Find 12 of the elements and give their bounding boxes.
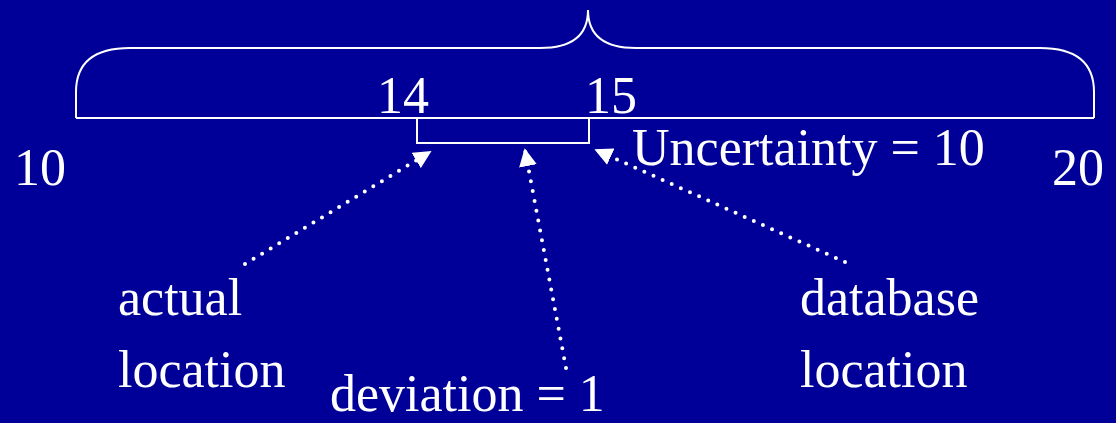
scale-label: 10 [14, 142, 66, 194]
scale-label: 20 [1052, 142, 1104, 194]
leader-line [243, 150, 432, 266]
annotation-text: actual location [118, 262, 333, 406]
scale-label: 14 [377, 70, 429, 122]
leader-line [519, 148, 568, 370]
range-bracket [416, 117, 590, 144]
scale-label: 15 [585, 70, 637, 122]
annotation-text: database location [800, 262, 1030, 406]
scale-label: Uncertainty = 10 [632, 122, 985, 174]
annotation-text: deviation = 1 [330, 368, 670, 420]
leader-line [594, 148, 847, 264]
